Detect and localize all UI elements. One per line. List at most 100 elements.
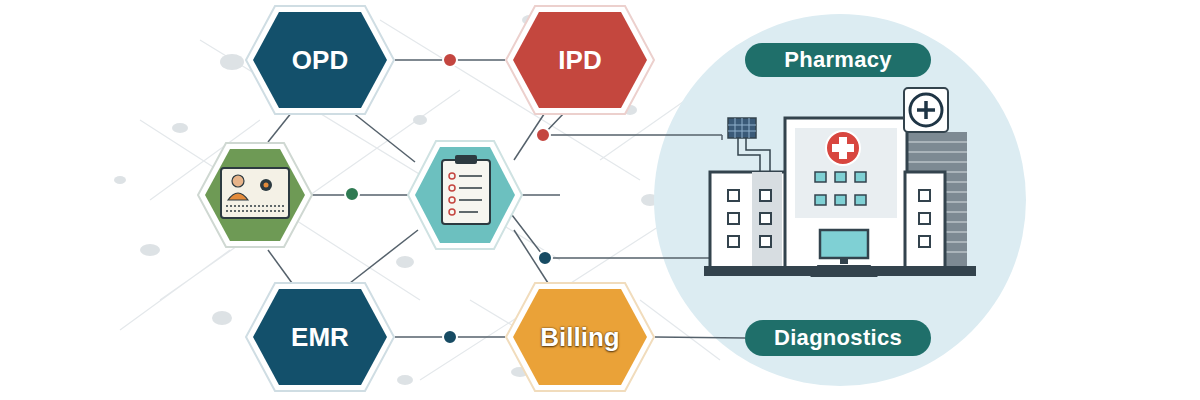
node-label: Pharmacy — [784, 47, 892, 73]
decor-rect — [904, 88, 948, 132]
node-label: Billing — [540, 322, 619, 353]
connector-line — [655, 337, 745, 338]
decor-rect — [752, 172, 782, 268]
junction-dot — [443, 330, 457, 344]
decor-circle — [232, 175, 244, 187]
decor-path — [352, 112, 415, 162]
node-label: EMR — [291, 322, 349, 353]
decor-polygon — [408, 141, 522, 249]
decor-polygon — [415, 147, 515, 243]
decor-rect — [728, 236, 739, 247]
decor-rect — [919, 236, 930, 247]
decor-rect — [728, 190, 739, 201]
module-hexagon: OPD — [245, 5, 395, 115]
decor-rect — [919, 190, 930, 201]
decor-rect — [704, 266, 976, 276]
module-hexagon: IPD — [505, 5, 655, 115]
decor-g — [815, 172, 866, 205]
decor-rect — [760, 236, 771, 247]
node-label: OPD — [292, 45, 348, 76]
service-pill: Pharmacy — [745, 43, 931, 77]
decor-circle — [449, 173, 455, 179]
decor-rect — [905, 172, 945, 268]
decor-circle — [536, 128, 550, 142]
decor-circle — [449, 209, 455, 215]
decor-rect — [455, 155, 477, 164]
decor-circle — [449, 185, 455, 191]
decor-rect — [855, 172, 866, 182]
decor-rect — [710, 172, 792, 268]
decor-rect — [728, 118, 756, 138]
pill-leader-lines — [721, 135, 723, 140]
decor-ellipse — [212, 311, 232, 325]
decor-rect — [919, 213, 930, 224]
decor-rect — [835, 195, 846, 205]
service-pill: Diagnostics — [745, 320, 931, 356]
decor-path — [268, 250, 292, 283]
decor-path — [518, 194, 560, 196]
hospital-circle — [654, 14, 1026, 386]
decor-path — [226, 206, 284, 211]
decor-ellipse — [413, 115, 427, 125]
hexagon-rim — [246, 6, 394, 114]
decor-g — [449, 173, 482, 215]
decor-rect — [820, 230, 868, 258]
decor-rect — [835, 172, 846, 182]
decor-polygon — [198, 143, 312, 247]
node-label: IPD — [558, 45, 601, 76]
module-hexagon: EMR — [245, 282, 395, 392]
clipboard-hexagon — [408, 141, 522, 249]
decor-circle — [264, 183, 269, 188]
decor-rect — [815, 195, 826, 205]
decor-rect — [728, 213, 739, 224]
decor-ellipse — [114, 176, 126, 184]
decor-rect — [815, 172, 826, 182]
decor-circle — [260, 179, 272, 191]
hexagon-fill — [253, 289, 387, 385]
decor-ellipse — [397, 375, 413, 385]
decor-path — [721, 135, 723, 140]
decor-polygon — [205, 149, 305, 241]
lattice-lines — [268, 108, 722, 283]
decor-path — [728, 118, 756, 138]
decor-rect — [905, 132, 967, 268]
module-hexagon: Billing — [505, 282, 655, 392]
decor-path — [459, 187, 482, 189]
decor-circle — [910, 94, 942, 126]
decor-ellipse — [396, 256, 414, 268]
decor-path — [350, 230, 418, 283]
decor-circle — [538, 251, 552, 265]
decor-path — [459, 199, 482, 201]
decor-circle — [345, 187, 359, 201]
decor-rect — [442, 160, 490, 224]
decor-path — [307, 194, 413, 196]
decor-rect — [785, 118, 907, 268]
decor-rect — [760, 190, 771, 201]
decor-ellipse — [172, 123, 188, 133]
hexagon-fill — [253, 12, 387, 108]
decor-path — [228, 193, 248, 200]
decor-path — [459, 211, 478, 213]
decor-rect — [221, 168, 289, 218]
hospital-building — [704, 88, 976, 276]
decor-path — [543, 112, 722, 135]
decor-circle — [826, 131, 860, 165]
decor-path — [840, 258, 848, 264]
decor-path — [459, 175, 482, 177]
decor-g — [919, 190, 930, 247]
decor-g — [728, 190, 771, 247]
hexagon-rim — [506, 6, 654, 114]
decor-path — [917, 101, 935, 119]
hexagon-rim — [506, 283, 654, 391]
decor-rect — [795, 128, 897, 218]
id-card-hexagon — [198, 143, 312, 247]
decor-ellipse — [220, 54, 244, 70]
junction-dots — [345, 128, 552, 265]
decor-rect — [855, 195, 866, 205]
junction-dot — [443, 53, 457, 67]
decor-circle — [449, 197, 455, 203]
hexagon-fill — [513, 289, 647, 385]
decor-rect — [760, 213, 771, 224]
decor-path — [832, 137, 854, 159]
